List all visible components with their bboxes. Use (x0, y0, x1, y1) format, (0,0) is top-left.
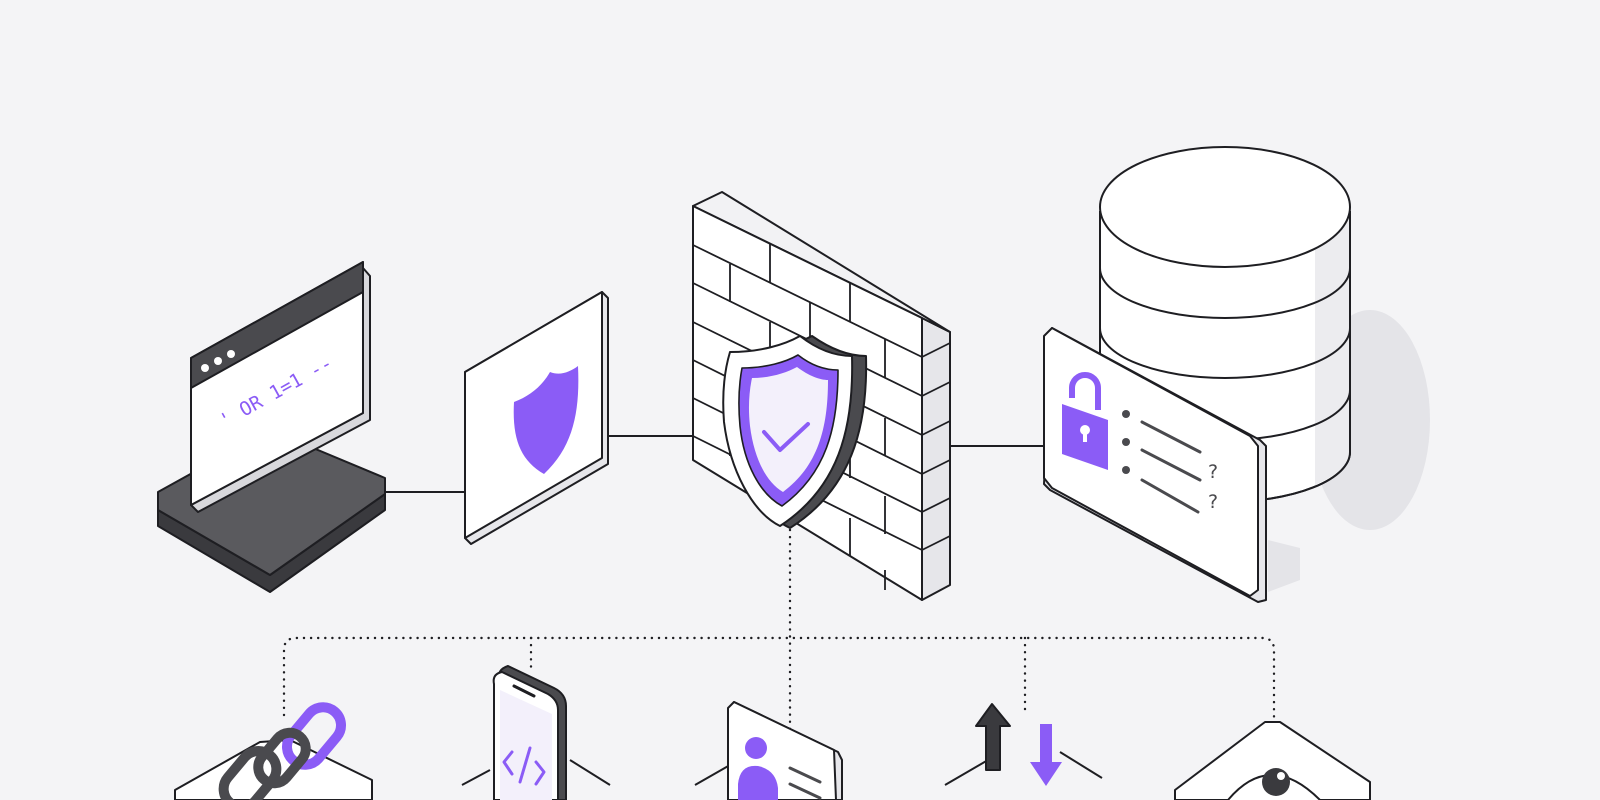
down-arrow-icon (1030, 724, 1062, 786)
credentials-card: ? ? (1043, 327, 1300, 603)
transfer-arrows-icon (944, 703, 1103, 786)
window-dot-icon (227, 350, 235, 358)
eye-highlight (1277, 772, 1285, 780)
window-dot-icon (214, 357, 222, 365)
eye-iris (1262, 768, 1290, 796)
window-dot-icon (201, 364, 209, 372)
up-arrow-icon (975, 703, 1011, 771)
code-brackets-icon (502, 746, 546, 786)
eye-icon (1174, 721, 1371, 800)
credential-lines (1122, 410, 1202, 514)
user-profile-icon (694, 701, 843, 800)
smartphone-code-icon (461, 665, 611, 800)
check-mark (762, 422, 810, 452)
shield-icon (513, 366, 579, 474)
padlock-icon (1062, 372, 1108, 470)
shield-panel (464, 291, 609, 545)
chain-link-purple (282, 702, 346, 770)
shield-check-icon (722, 335, 868, 529)
chain-link-icon (174, 702, 373, 800)
database-top (1099, 146, 1351, 268)
avatar-body (738, 765, 778, 800)
dotted-connectors (282, 528, 1276, 800)
question-mark-2: ? (1208, 491, 1218, 513)
connector-bus (282, 636, 1276, 732)
terminal-icon: ' OR 1=1 -- (157, 261, 386, 593)
connectors (386, 435, 1045, 493)
avatar-head (745, 737, 767, 759)
chain-link-mid (253, 727, 311, 789)
question-mark-1: ? (1208, 461, 1218, 483)
